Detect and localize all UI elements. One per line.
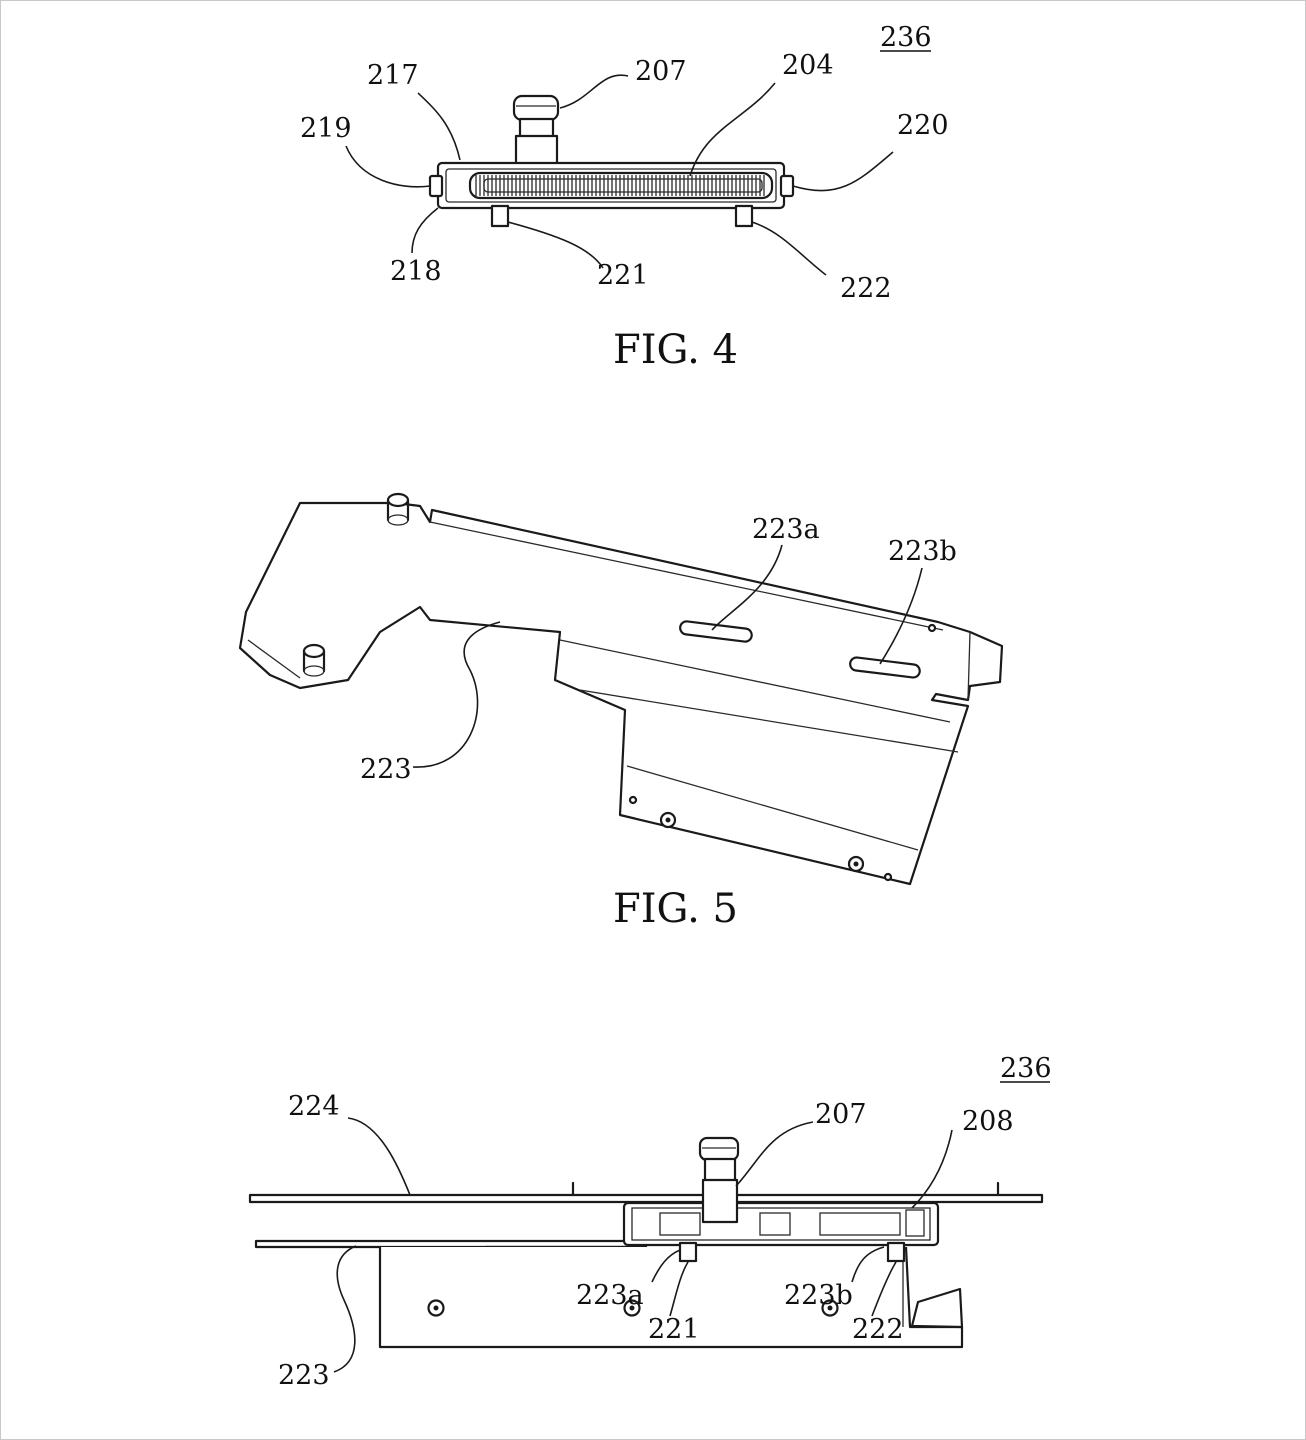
fig4-label-219: 219 [300, 113, 352, 144]
fig6-label-223: 223 [278, 1360, 330, 1391]
fig5-label-223a: 223a [752, 514, 820, 545]
fig4-label-217: 217 [367, 60, 419, 91]
fig5-drawing [238, 492, 1004, 886]
fig4-label-221: 221 [597, 260, 649, 291]
fig4-rail-teeth [475, 175, 765, 196]
fig5-labels: 223a 223b 223 [360, 514, 957, 785]
fig5-label-223b: 223b [888, 536, 957, 567]
fig6-labels: 236 224 207 208 223a 221 223b 222 223 [278, 1053, 1052, 1391]
fig4-leader-lines [345, 74, 894, 276]
fig4-label-204: 204 [782, 50, 834, 81]
fig4-label-220: 220 [897, 110, 949, 141]
fig6-label-222: 222 [852, 1314, 904, 1345]
fig6-label-208: 208 [962, 1106, 1014, 1137]
fig6-label-207: 207 [815, 1099, 867, 1130]
fig4-label-207: 207 [635, 56, 687, 87]
fig4-label-218: 218 [390, 256, 442, 287]
fig6-label-236: 236 [1000, 1053, 1052, 1084]
fig6-label-223a: 223a [576, 1280, 644, 1311]
fig6-label-221: 221 [648, 1314, 700, 1345]
fig6-label-223b: 223b [784, 1280, 853, 1311]
fig6-leader-lines [333, 1117, 953, 1373]
fig5-leader-lines [412, 544, 923, 768]
fig6-label-224: 224 [288, 1091, 340, 1122]
fig4-label-222: 222 [840, 273, 892, 304]
fig4-label-236: 236 [880, 22, 932, 53]
fig4-drawing [428, 94, 795, 228]
fig6-drawing [248, 1136, 1044, 1349]
fig4-caption: FIG. 4 [613, 327, 738, 373]
fig5-caption: FIG. 5 [613, 886, 738, 932]
fig5-label-223: 223 [360, 754, 412, 785]
fig4-labels: 236 217 207 204 219 220 218 221 222 [300, 22, 949, 304]
